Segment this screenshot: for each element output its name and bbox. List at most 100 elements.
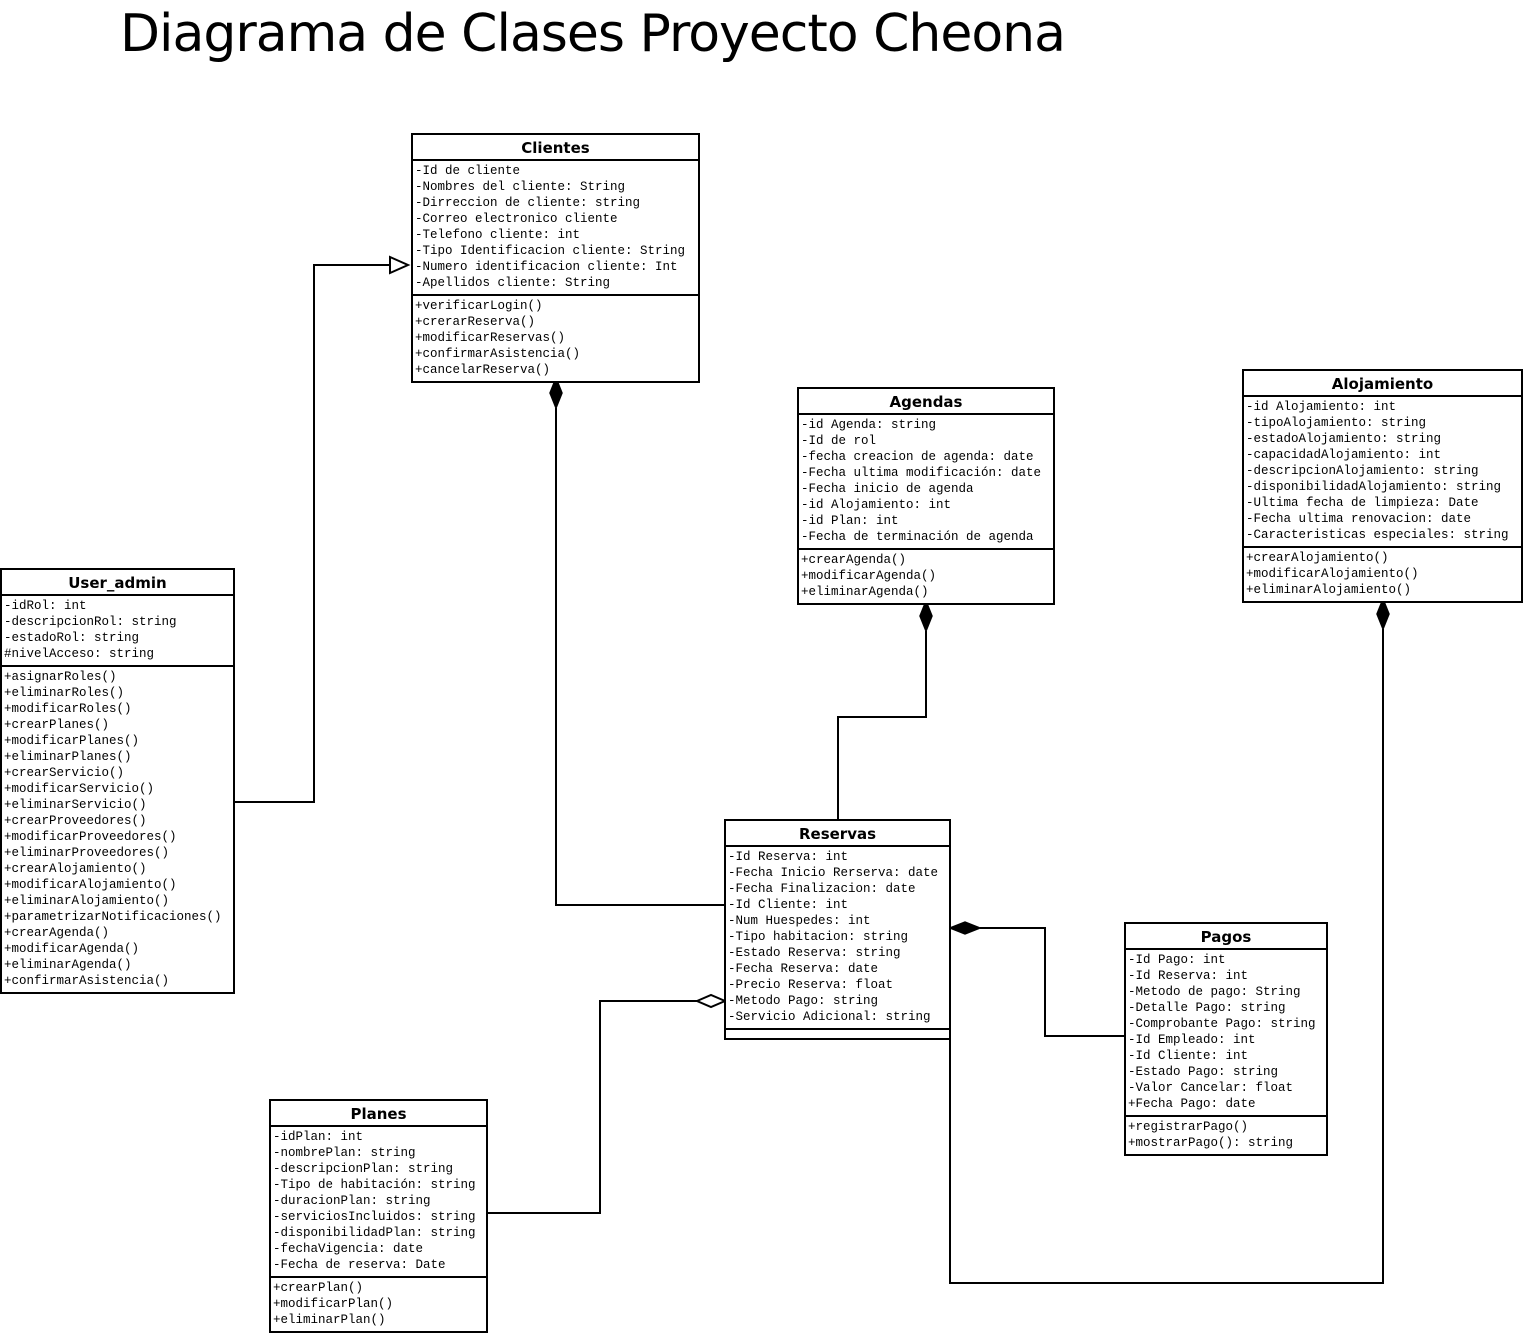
generalization-arrowhead (389, 255, 411, 275)
class-name: Planes (271, 1101, 486, 1127)
attribute-row: -Id de cliente (415, 164, 521, 178)
edge-reservas-clientes (555, 408, 725, 906)
attribute-compartment: -Id Reserva: int-Fecha Inicio Rerserva: … (726, 847, 949, 1030)
attribute-row: +Fecha Pago: date (1128, 1097, 1256, 1111)
attribute-row: -Dirreccion de cliente: string (415, 196, 641, 210)
attribute-row: -Metodo Pago: string (728, 994, 879, 1008)
class-name: User_admin (2, 570, 233, 596)
method-row: +modificarAgenda() (4, 942, 140, 956)
method-row: +crearAlojamiento() (4, 862, 147, 876)
class-pagos[interactable]: Pagos-Id Pago: int-Id Reserva: int-Metod… (1124, 922, 1328, 1156)
method-row: +eliminarAlojamiento() (4, 894, 170, 908)
attribute-row: -Detalle Pago: string (1128, 1001, 1286, 1015)
attribute-row: -descripcionRol: string (4, 615, 177, 629)
attribute-row: -Id Cliente: int (728, 898, 849, 912)
edge-useradmin-clientes (234, 264, 390, 803)
class-reservas[interactable]: Reservas-Id Reserva: int-Fecha Inicio Re… (724, 819, 951, 1040)
method-row: +mostrarPago(): string (1128, 1136, 1294, 1150)
edge-reservas-agendas (837, 631, 927, 820)
method-row: +crearAlojamiento() (1246, 551, 1389, 565)
method-row: +modificarPlan() (273, 1297, 394, 1311)
attribute-row: -Apellidos cliente: String (415, 276, 611, 290)
attribute-row: -Metodo de pago: String (1128, 985, 1301, 999)
attribute-row: -Correo electronico cliente (415, 212, 618, 226)
attribute-row: -Fecha Reserva: date (728, 962, 879, 976)
attribute-row: -id Alojamiento: int (1246, 400, 1397, 414)
method-compartment (726, 1030, 949, 1038)
class-name: Alojamiento (1244, 371, 1521, 397)
attribute-row: -Valor Cancelar: float (1128, 1081, 1294, 1095)
attribute-row: -Fecha de terminación de agenda (801, 530, 1034, 544)
attribute-row: -Id Cliente: int (1128, 1049, 1249, 1063)
method-row: +eliminarAgenda() (801, 585, 929, 599)
attribute-row: -Tipo de habitación: string (273, 1178, 476, 1192)
attribute-row: -descripcionAlojamiento: string (1246, 464, 1479, 478)
attribute-row: -Comprobante Pago: string (1128, 1017, 1316, 1031)
attribute-compartment: -Id de cliente-Nombres del cliente: Stri… (413, 161, 698, 296)
method-row: +eliminarServicio() (4, 798, 147, 812)
attribute-row: -Fecha ultima modificación: date (801, 466, 1042, 480)
method-compartment: +crearPlan()+modificarPlan()+eliminarPla… (271, 1278, 486, 1331)
method-row: +crearServicio() (4, 766, 125, 780)
method-row: +modificarAgenda() (801, 569, 937, 583)
composition-diamond-alojamiento (1376, 596, 1390, 632)
method-row: +crearAgenda() (801, 553, 907, 567)
attribute-row: -id Alojamiento: int (801, 498, 952, 512)
attribute-row: -estadoAlojamiento: string (1246, 432, 1442, 446)
attribute-row: -tipoAlojamiento: string (1246, 416, 1427, 430)
attribute-compartment: -idRol: int-descripcionRol: string-estad… (2, 596, 233, 667)
method-row: +eliminarProveedores() (4, 846, 170, 860)
attribute-row: -Ultima fecha de limpieza: Date (1246, 496, 1479, 510)
attribute-row: -id Plan: int (801, 514, 899, 528)
attribute-row: -Servicio Adicional: string (728, 1010, 931, 1024)
class-user-admin[interactable]: User_admin -idRol: int -descripcionRol: st… (0, 568, 235, 994)
attribute-row: -Fecha Finalizacion: date (728, 882, 916, 896)
method-compartment: +crearAlojamiento() +modificarAlojamiento… (1244, 548, 1521, 601)
method-row: +modificarAlojamiento() (4, 878, 177, 892)
attribute-compartment: -id Agenda: string-Id de rol-fecha creac… (799, 415, 1053, 550)
edge-pagos-reservas (980, 927, 1125, 1037)
attribute-row: -Fecha de reserva: Date (273, 1258, 446, 1272)
attribute-row: #nivelAcceso: string (4, 647, 155, 661)
class-name: Reservas (726, 821, 949, 847)
method-row: +parametrizarNotificaciones() (4, 910, 222, 924)
attribute-row: -Numero identificacion cliente: Int (415, 260, 678, 274)
class-name: Agendas (799, 389, 1053, 415)
method-row: +crearAgenda() (4, 926, 110, 940)
attribute-compartment: -Id Pago: int-Id Reserva: int-Metodo de … (1126, 950, 1326, 1117)
attribute-row: -Estado Pago: string (1128, 1065, 1279, 1079)
method-row: +asignarRoles() (4, 670, 117, 684)
attribute-row: -Num Huespedes: int (728, 914, 871, 928)
method-row: +modificarAlojamiento() (1246, 567, 1419, 581)
diagram-title: Diagrama de Clases Proyecto Cheona (120, 4, 1066, 64)
method-row: +verificarLogin() (415, 299, 543, 313)
method-compartment: +verificarLogin()+crerarReserva()+modifi… (413, 296, 698, 381)
attribute-row: -Id Empleado: int (1128, 1033, 1256, 1047)
edge-planes-reservas (487, 1000, 697, 1214)
class-agendas[interactable]: Agendas-id Agenda: string-Id de rol-fech… (797, 387, 1055, 605)
class-planes[interactable]: Planes-idPlan: int-nombrePlan: string-de… (269, 1099, 488, 1333)
attribute-row: -Fecha ultima renovacion: date (1246, 512, 1472, 526)
class-clientes[interactable]: Clientes-Id de cliente-Nombres del clien… (411, 133, 700, 383)
aggregation-diamond-reservas (694, 993, 728, 1009)
attribute-row: -capacidadAlojamiento: int (1246, 448, 1442, 462)
method-row: +modificarProveedores() (4, 830, 177, 844)
method-row: +modificarReservas() (415, 331, 566, 345)
attribute-row: -disponibilidadPlan: string (273, 1226, 476, 1240)
method-row: +modificarServicio() (4, 782, 155, 796)
method-compartment: +crearAgenda() +modificarAgenda() +elimina… (799, 550, 1053, 603)
attribute-row: -Caracteristicas especiales: string (1246, 528, 1509, 542)
attribute-row: -Tipo Identificacion cliente: String (415, 244, 686, 258)
edge-reservas-alojamiento (949, 629, 1384, 1284)
method-row: +crearProveedores() (4, 814, 147, 828)
attribute-row: -duracionPlan: string (273, 1194, 431, 1208)
class-alojamiento[interactable]: Alojamiento -id Alojamiento: int -tipoAloj… (1242, 369, 1523, 603)
method-row: +eliminarRoles() (4, 686, 125, 700)
method-row: +eliminarPlanes() (4, 750, 132, 764)
attribute-row: -idRol: int (4, 599, 87, 613)
attribute-compartment: -idPlan: int-nombrePlan: string-descripc… (271, 1127, 486, 1278)
composition-diamond-clientes (549, 375, 563, 411)
composition-diamond-reservas (947, 921, 983, 935)
attribute-row: -serviciosIncluidos: string (273, 1210, 476, 1224)
